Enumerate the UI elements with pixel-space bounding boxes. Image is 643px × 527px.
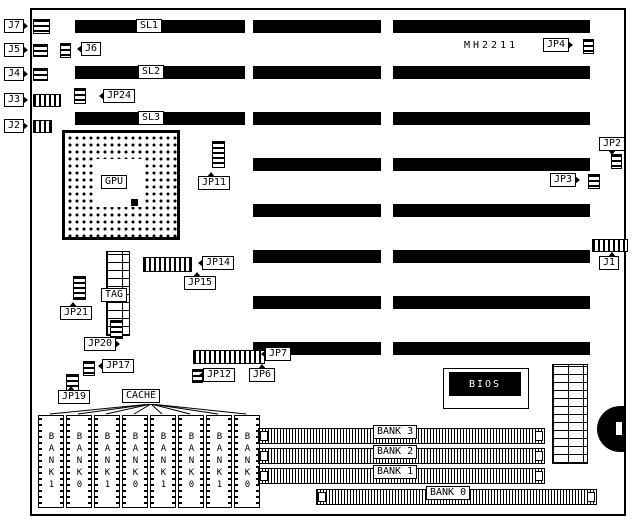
connector-label-j3: J3 bbox=[4, 93, 29, 107]
bios-chip: BIOS bbox=[449, 372, 521, 396]
cache-leader-lines bbox=[49, 404, 247, 415]
slot-label-sl1: SL1 bbox=[136, 19, 163, 33]
isa-slot-bar bbox=[393, 112, 590, 125]
cache-chip: BANK1 bbox=[206, 415, 232, 508]
cache-chip-label: BANK1 bbox=[158, 431, 169, 492]
cache-label: CACHE bbox=[122, 389, 161, 403]
bios-socket: BIOS bbox=[443, 368, 529, 409]
isa-slot-bar bbox=[393, 204, 590, 217]
isa-slot-bar bbox=[393, 250, 590, 263]
jumper-label-jp24: JP24 bbox=[98, 89, 136, 103]
connector-label-j6: J6 bbox=[76, 42, 102, 56]
jp11-jumper-block bbox=[212, 141, 225, 168]
isa-slot-bar bbox=[253, 158, 381, 171]
jumper-label-jp7: JP7 bbox=[260, 347, 292, 361]
cache-chip-label: BANK0 bbox=[130, 431, 141, 492]
isa-slot-bar bbox=[393, 342, 590, 355]
jp7-jumper-block bbox=[193, 350, 265, 364]
j4-jumper-block bbox=[33, 68, 48, 81]
jumper-label-jp15: JP15 bbox=[184, 272, 217, 290]
jp3-jumper-block bbox=[588, 174, 600, 189]
connector-label-j1: J1 bbox=[599, 252, 620, 270]
jumper-label-jp21: JP21 bbox=[60, 302, 93, 320]
jp21-jumper-block bbox=[73, 276, 86, 300]
jp17-jumper-block bbox=[83, 361, 95, 376]
jumper-label-jp12: JP12 bbox=[198, 368, 236, 382]
j6-jumper-block bbox=[60, 43, 71, 58]
power-connector bbox=[552, 364, 588, 464]
j5-jumper-block bbox=[33, 44, 48, 57]
isa-slot-bar bbox=[253, 20, 381, 33]
bank-label-2: BANK 2 bbox=[373, 445, 418, 459]
gpu-pin1-marker bbox=[131, 199, 138, 206]
cache-chip: BANK1 bbox=[38, 415, 64, 508]
gpu-socket: GPU bbox=[62, 130, 180, 240]
chip-label-tag: TAG bbox=[101, 288, 128, 302]
cache-chip: BANK1 bbox=[150, 415, 176, 508]
isa-slot-bar bbox=[393, 296, 590, 309]
j2-jumper-block bbox=[33, 120, 52, 133]
j1-jumper-block bbox=[592, 239, 628, 252]
cache-chip: BANK0 bbox=[234, 415, 260, 508]
cache-chip: BANK0 bbox=[122, 415, 148, 508]
slot-label-sl3: SL3 bbox=[138, 111, 165, 125]
jumper-label-jp20: JP20 bbox=[84, 337, 121, 351]
jumper-label-jp17: JP17 bbox=[97, 359, 135, 373]
j7-jumper-block bbox=[33, 19, 50, 34]
cache-chip: BANK1 bbox=[94, 415, 120, 508]
jumper-label-jp14: JP14 bbox=[197, 256, 235, 270]
connector-label-j2: J2 bbox=[4, 119, 29, 133]
slot-label-sl2: SL2 bbox=[138, 65, 165, 79]
cache-chip-label: BANK0 bbox=[242, 431, 253, 492]
j3-jumper-block bbox=[33, 94, 61, 107]
jumper-label-jp3: JP3 bbox=[550, 173, 581, 187]
connector-label-j5: J5 bbox=[4, 43, 29, 57]
jumper-label-jp11: JP11 bbox=[198, 172, 231, 190]
jp2-jumper-block bbox=[611, 154, 622, 169]
jp20-jumper-block bbox=[110, 320, 123, 339]
cache-chip-label: BANK0 bbox=[186, 431, 197, 492]
isa-slot-bar bbox=[393, 66, 590, 79]
isa-slot-bar bbox=[253, 250, 381, 263]
isa-slot-bar bbox=[253, 112, 381, 125]
cache-chip-label: BANK1 bbox=[102, 431, 113, 492]
bank-label-0: BANK 0 bbox=[426, 486, 471, 500]
bank-label-1: BANK 1 bbox=[373, 465, 418, 479]
jp4-jumper-block bbox=[583, 39, 594, 54]
cache-chip: BANK0 bbox=[178, 415, 204, 508]
isa-slot-bar bbox=[393, 20, 590, 33]
isa-slot-bar bbox=[253, 66, 381, 79]
jp14-jumper-block bbox=[143, 257, 192, 272]
chip-label-gpu: GPU bbox=[101, 175, 128, 189]
jumper-label-jp19: JP19 bbox=[58, 386, 91, 404]
keyboard-connector-notch bbox=[616, 422, 622, 435]
board-outline bbox=[30, 8, 626, 516]
isa-slot-bar bbox=[253, 296, 381, 309]
board-model-text: MH2211 bbox=[464, 40, 519, 51]
cache-chip-label: BANK1 bbox=[46, 431, 57, 492]
connector-label-j7: J7 bbox=[4, 19, 29, 33]
jumper-label-jp6: JP6 bbox=[249, 364, 276, 382]
cache-chip-label: BANK0 bbox=[74, 431, 85, 492]
jumper-label-jp4: JP4 bbox=[543, 38, 574, 52]
isa-slot-bar bbox=[393, 158, 590, 171]
connector-label-j4: J4 bbox=[4, 67, 29, 81]
bank-label-3: BANK 3 bbox=[373, 425, 418, 439]
isa-slot-bar bbox=[253, 204, 381, 217]
cache-chip: BANK0 bbox=[66, 415, 92, 508]
cache-chip-label: BANK1 bbox=[214, 431, 225, 492]
jp24-jumper-block bbox=[74, 88, 86, 104]
jumper-label-jp2: JP2 bbox=[599, 137, 626, 155]
